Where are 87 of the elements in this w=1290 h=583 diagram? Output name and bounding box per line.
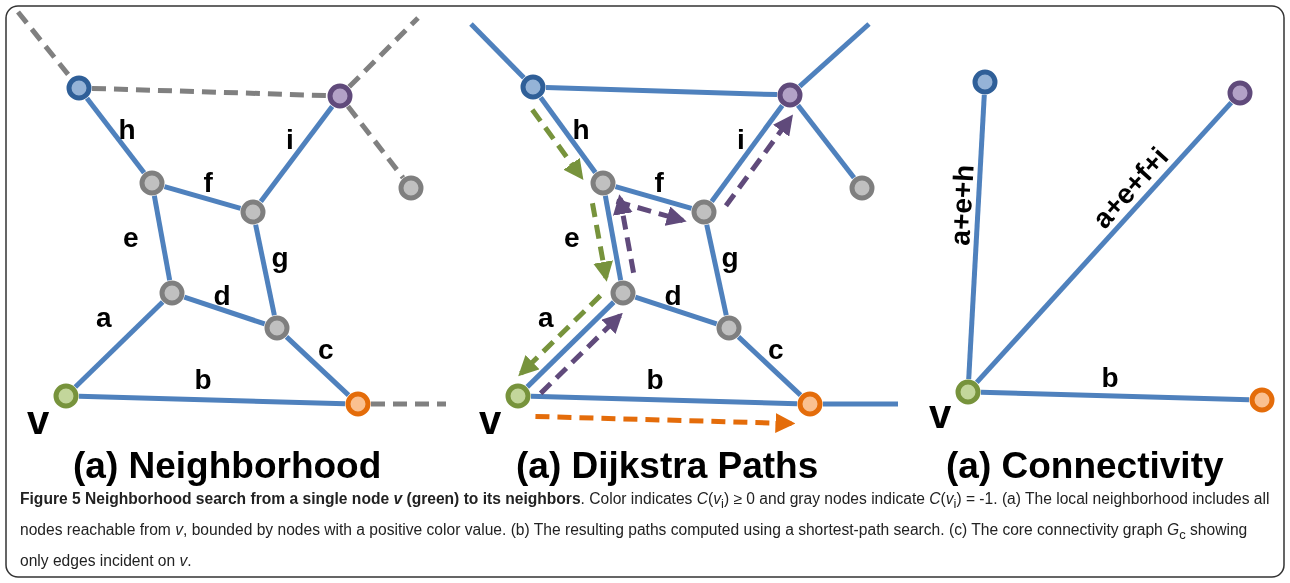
edge-label: d — [663, 282, 683, 310]
edge-label: e — [563, 224, 581, 252]
edge-label: i — [285, 126, 295, 154]
dashed-arrow — [723, 114, 793, 208]
edge-line — [634, 294, 718, 327]
edge-line — [469, 22, 526, 80]
node-label: v — [479, 400, 502, 440]
edge-line — [530, 393, 798, 407]
edge-line — [163, 184, 242, 211]
edge-line — [798, 22, 871, 89]
graph-node-circle — [345, 391, 371, 417]
edge-label: b — [645, 366, 665, 394]
edge-label: a — [537, 304, 555, 332]
edge-line — [823, 401, 898, 407]
edge-label: h — [117, 116, 137, 144]
graph-node-circle — [327, 83, 353, 109]
graph-node-circle — [590, 170, 616, 196]
edge-label: c — [317, 336, 335, 364]
edge-line — [545, 84, 778, 98]
graph-node-circle — [520, 74, 546, 100]
edge-line — [258, 104, 335, 204]
edge-line — [980, 389, 1250, 403]
edge-label: a+e+h — [945, 162, 979, 249]
edge-label: g — [720, 244, 740, 272]
edge-line — [73, 300, 165, 389]
dashed-arrow — [530, 108, 584, 180]
edge-line — [78, 393, 346, 407]
graph-node-circle — [849, 175, 875, 201]
graph-node-circle — [398, 175, 424, 201]
graph-node-circle — [691, 199, 717, 225]
dashed-edge-line — [347, 16, 420, 89]
graph-node-circle — [1249, 387, 1275, 413]
edge-line — [966, 94, 987, 380]
dashed-edge-line — [371, 401, 446, 407]
edge-line — [183, 294, 266, 327]
edge-line — [704, 224, 729, 316]
edge-line — [151, 195, 173, 281]
dashed-arrow — [615, 199, 687, 226]
graph-node-circle — [777, 82, 803, 108]
edge-line — [796, 103, 856, 180]
dashed-arrow — [613, 194, 636, 274]
graph-node-circle — [610, 280, 636, 306]
graph-node-circle — [264, 315, 290, 341]
graph-node-circle — [505, 383, 531, 409]
edge-label: f — [202, 169, 214, 197]
edge-label: e — [122, 224, 140, 252]
edge-label: i — [736, 126, 746, 154]
edge-label: b — [193, 366, 213, 394]
graph-node-circle — [797, 391, 823, 417]
figure-caption: Figure 5 Neighborhood search from a single node v (green) to its neighbors. Color indicates C(v$_{i}$) ≥ 0 and gray nodes indicate C(v$_{i}$) = -1. (a) The local neighborhood includes all nodes reachable from v, bounded by nodes with a positive color value. (b) The resulting paths computed using a shortest-path search. (c) The core connectivity graph G$_{c}$ showing only edges incident on v. — [20, 489, 1271, 572]
edge-label: a — [95, 304, 113, 332]
graph-node-circle — [53, 383, 79, 409]
edge-label: g — [270, 244, 290, 272]
edge-line — [253, 224, 277, 316]
graph-node-circle — [716, 315, 742, 341]
edge-line — [525, 300, 616, 389]
edge-label: d — [212, 282, 232, 310]
edge-line — [614, 184, 693, 211]
dashed-edge-line — [345, 104, 406, 180]
graph-node-circle — [159, 280, 185, 306]
panel-title: (a) Connectivity — [946, 446, 1224, 484]
edge-line — [538, 96, 598, 174]
dashed-arrow — [518, 293, 603, 377]
dashed-arrow — [590, 202, 613, 282]
edge-line — [974, 100, 1234, 385]
edge-line — [602, 195, 624, 281]
graph-node-circle — [972, 69, 998, 95]
edge-line — [736, 335, 803, 397]
graph-node-circle — [1227, 80, 1253, 106]
graph-node-circle — [240, 199, 266, 225]
edge-label: h — [571, 116, 591, 144]
panel-title: (a) Dijkstra Paths — [516, 446, 819, 484]
edge-line — [84, 96, 147, 175]
edge-label: f — [653, 169, 665, 197]
dashed-arrow — [538, 312, 623, 396]
edge-label: c — [767, 336, 785, 364]
graph-node-circle — [139, 170, 165, 196]
graph-node-circle — [955, 379, 981, 405]
graph-node-circle — [66, 75, 92, 101]
edge-line — [284, 335, 351, 397]
edge-label: b — [1100, 364, 1120, 392]
node-label: v — [27, 400, 50, 440]
dashed-edge-line — [91, 85, 328, 99]
panel-title: (a) Neighborhood — [73, 446, 382, 484]
node-label: v — [929, 394, 952, 434]
edge-line — [709, 104, 785, 203]
dashed-arrow — [535, 413, 796, 434]
